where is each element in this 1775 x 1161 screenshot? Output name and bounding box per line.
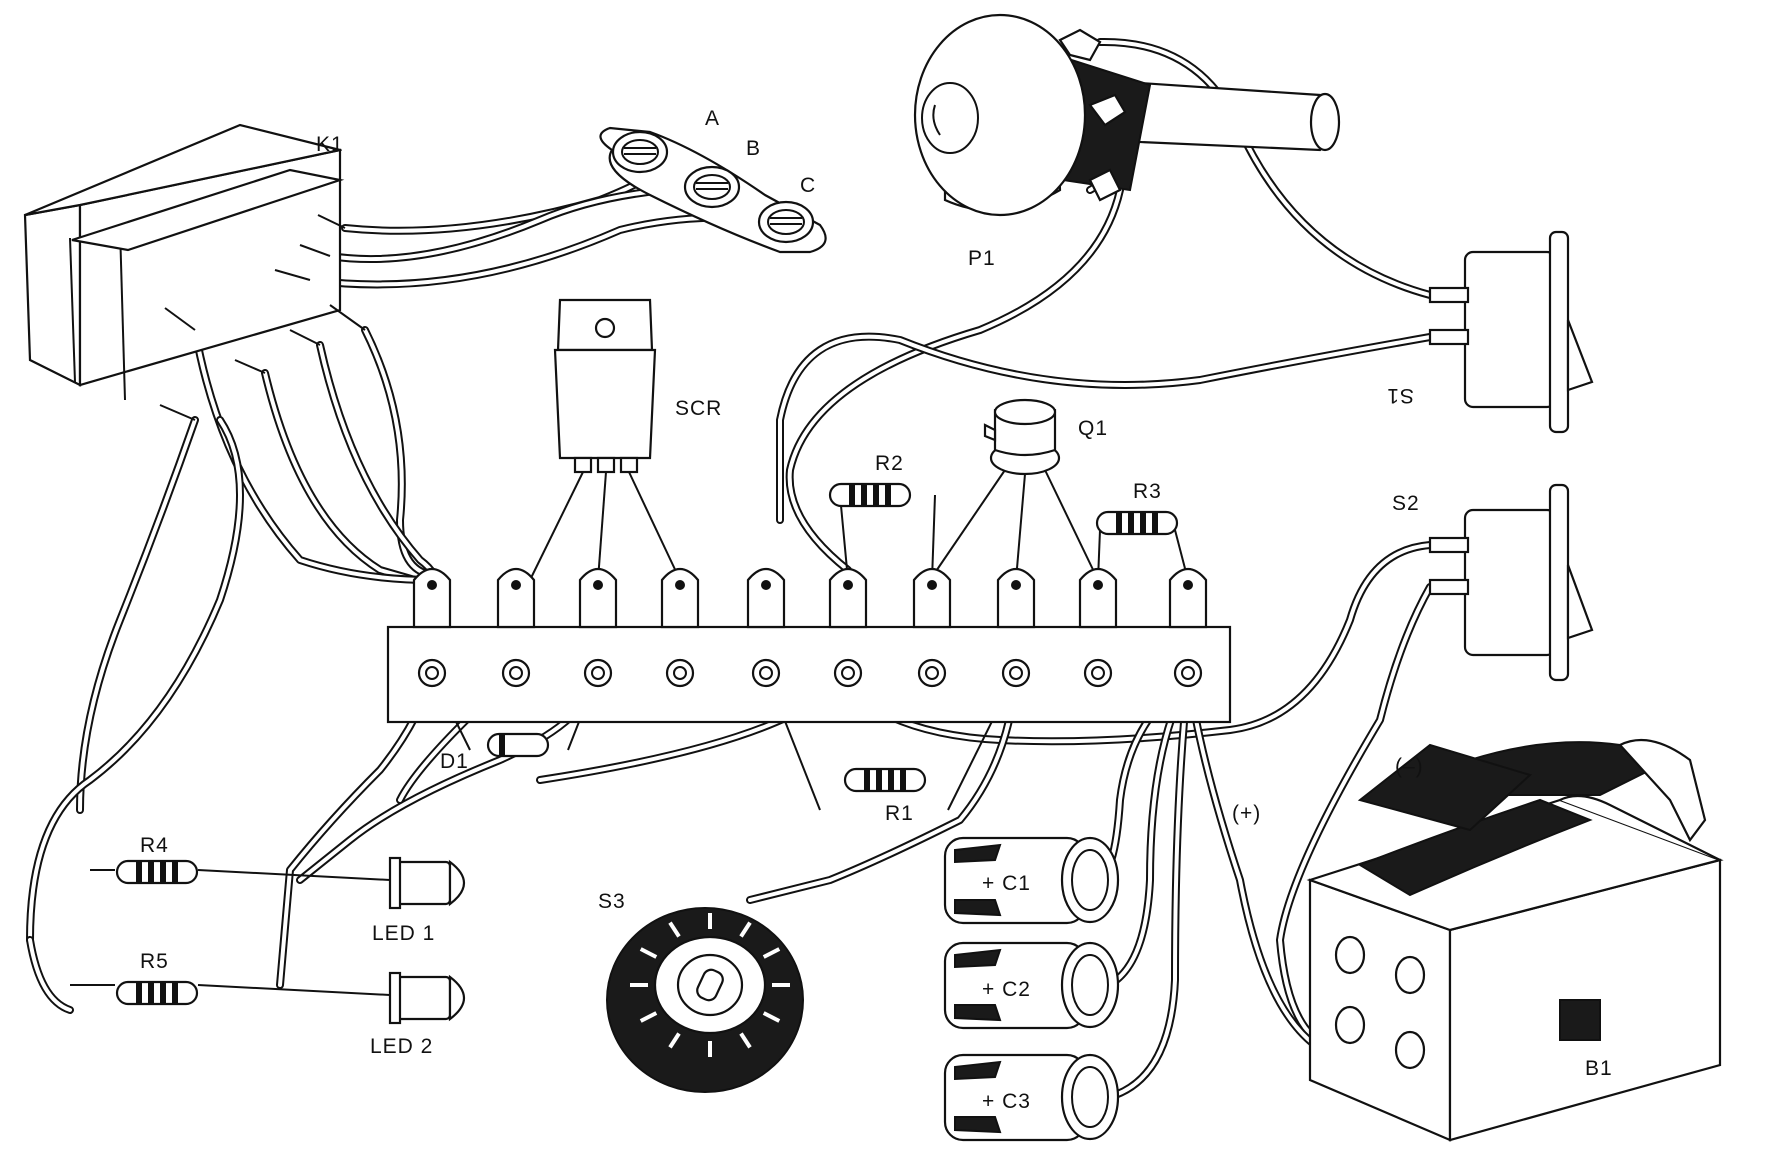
s3-tick <box>639 947 658 959</box>
strip-lug <box>412 567 452 688</box>
label-d1: D1 <box>440 750 469 773</box>
label-c2: + C2 <box>982 978 1031 1001</box>
resistor-r4 <box>115 859 199 885</box>
scr-thyristor <box>553 298 657 474</box>
component-lead <box>931 494 936 581</box>
strip-eyelet <box>833 658 863 688</box>
switch-s2 <box>1428 483 1594 682</box>
strip-lug <box>996 567 1036 688</box>
strip-eyelet <box>917 658 947 688</box>
resistor-r2 <box>828 482 912 508</box>
battery-holder-b1 <box>1306 738 1724 1142</box>
socket-plate-abc <box>599 126 827 254</box>
component-lead <box>839 494 849 581</box>
resistor-r5 <box>115 980 199 1006</box>
diode-d1 <box>486 732 550 758</box>
label-r5: R5 <box>140 950 169 973</box>
label-r4: R4 <box>140 834 169 857</box>
wire <box>316 341 439 589</box>
strip-eyelet <box>665 658 695 688</box>
led-1 <box>388 856 466 910</box>
resistor-r1 <box>843 767 927 793</box>
labels: K1 A B C P1 S1 SCR Q1 R2 R3 S2 (–) (+) D… <box>140 107 1613 1113</box>
s3-tick <box>639 1011 658 1023</box>
label-c3: + C3 <box>982 1090 1031 1113</box>
strip-lug <box>578 567 618 688</box>
strip-eyelet <box>583 658 613 688</box>
s3-tick <box>762 1011 781 1023</box>
label-r2: R2 <box>875 452 904 475</box>
rotary-switch-s3 <box>606 907 804 1093</box>
component-lead <box>197 984 391 996</box>
label-q1: Q1 <box>1078 417 1108 440</box>
label-s1: S1 <box>1386 384 1414 407</box>
label-k1: K1 <box>316 133 344 156</box>
strip-lug <box>496 567 536 688</box>
socket-c <box>757 200 815 244</box>
strip-eyelet <box>1083 658 1113 688</box>
strip-eyelet <box>501 658 531 688</box>
s3-tick <box>668 921 681 938</box>
socket-b <box>683 165 741 209</box>
label-s2: S2 <box>1392 492 1420 515</box>
resistor-r3 <box>1095 510 1179 536</box>
s3-tick <box>739 1032 752 1049</box>
strip-lug <box>746 567 786 688</box>
strip-lug <box>1078 567 1118 688</box>
capacitor-c3 <box>943 1053 1120 1142</box>
label-s3: S3 <box>598 890 626 913</box>
strip-eyelet <box>1001 658 1031 688</box>
potentiometer-p1 <box>913 13 1341 217</box>
label-socket-a: A <box>705 107 720 130</box>
capacitor-c1 <box>943 836 1120 925</box>
s3-position-marks <box>630 913 790 1057</box>
label-b1: B1 <box>1585 1057 1613 1080</box>
socket-a <box>611 130 669 174</box>
s3-tick <box>739 921 752 938</box>
component-lead <box>929 469 1006 581</box>
label-scr: SCR <box>675 397 722 420</box>
label-socket-c: C <box>800 174 816 197</box>
component-lead <box>197 869 391 881</box>
label-led-1: LED 1 <box>372 922 435 945</box>
component-lead <box>597 471 607 581</box>
label-led-2: LED 2 <box>370 1035 433 1058</box>
component-lead <box>628 471 681 581</box>
label-minus: (–) <box>1395 755 1424 778</box>
terminal-strip <box>386 567 1232 724</box>
wire <box>26 936 74 1014</box>
component-lead <box>1015 473 1026 581</box>
strip-lug <box>912 567 952 688</box>
capacitor-c2 <box>943 941 1120 1030</box>
label-c1: + C1 <box>982 872 1031 895</box>
component-lead <box>1044 469 1099 581</box>
label-r1: R1 <box>885 802 914 825</box>
label-p1: P1 <box>968 247 996 270</box>
resistors <box>115 482 1179 1006</box>
label-r3: R3 <box>1133 480 1162 503</box>
transistor-q1 <box>983 398 1061 476</box>
wire <box>76 416 199 814</box>
wiring <box>26 37 1434 1104</box>
label-socket-b: B <box>746 137 761 160</box>
component-lead <box>529 471 584 581</box>
strip-eyelet <box>417 658 447 688</box>
strip-lug <box>828 567 868 688</box>
strip-lug <box>1168 567 1208 688</box>
strip-eyelet <box>751 658 781 688</box>
led-2 <box>388 971 466 1025</box>
label-plus: (+) <box>1232 802 1261 825</box>
s3-tick <box>668 1032 681 1049</box>
s3-tick <box>762 947 781 959</box>
strip-lug <box>660 567 700 688</box>
switch-s1 <box>1428 230 1594 434</box>
relay-k1 <box>23 123 366 421</box>
strip-eyelet <box>1173 658 1203 688</box>
wire <box>1096 37 1434 299</box>
